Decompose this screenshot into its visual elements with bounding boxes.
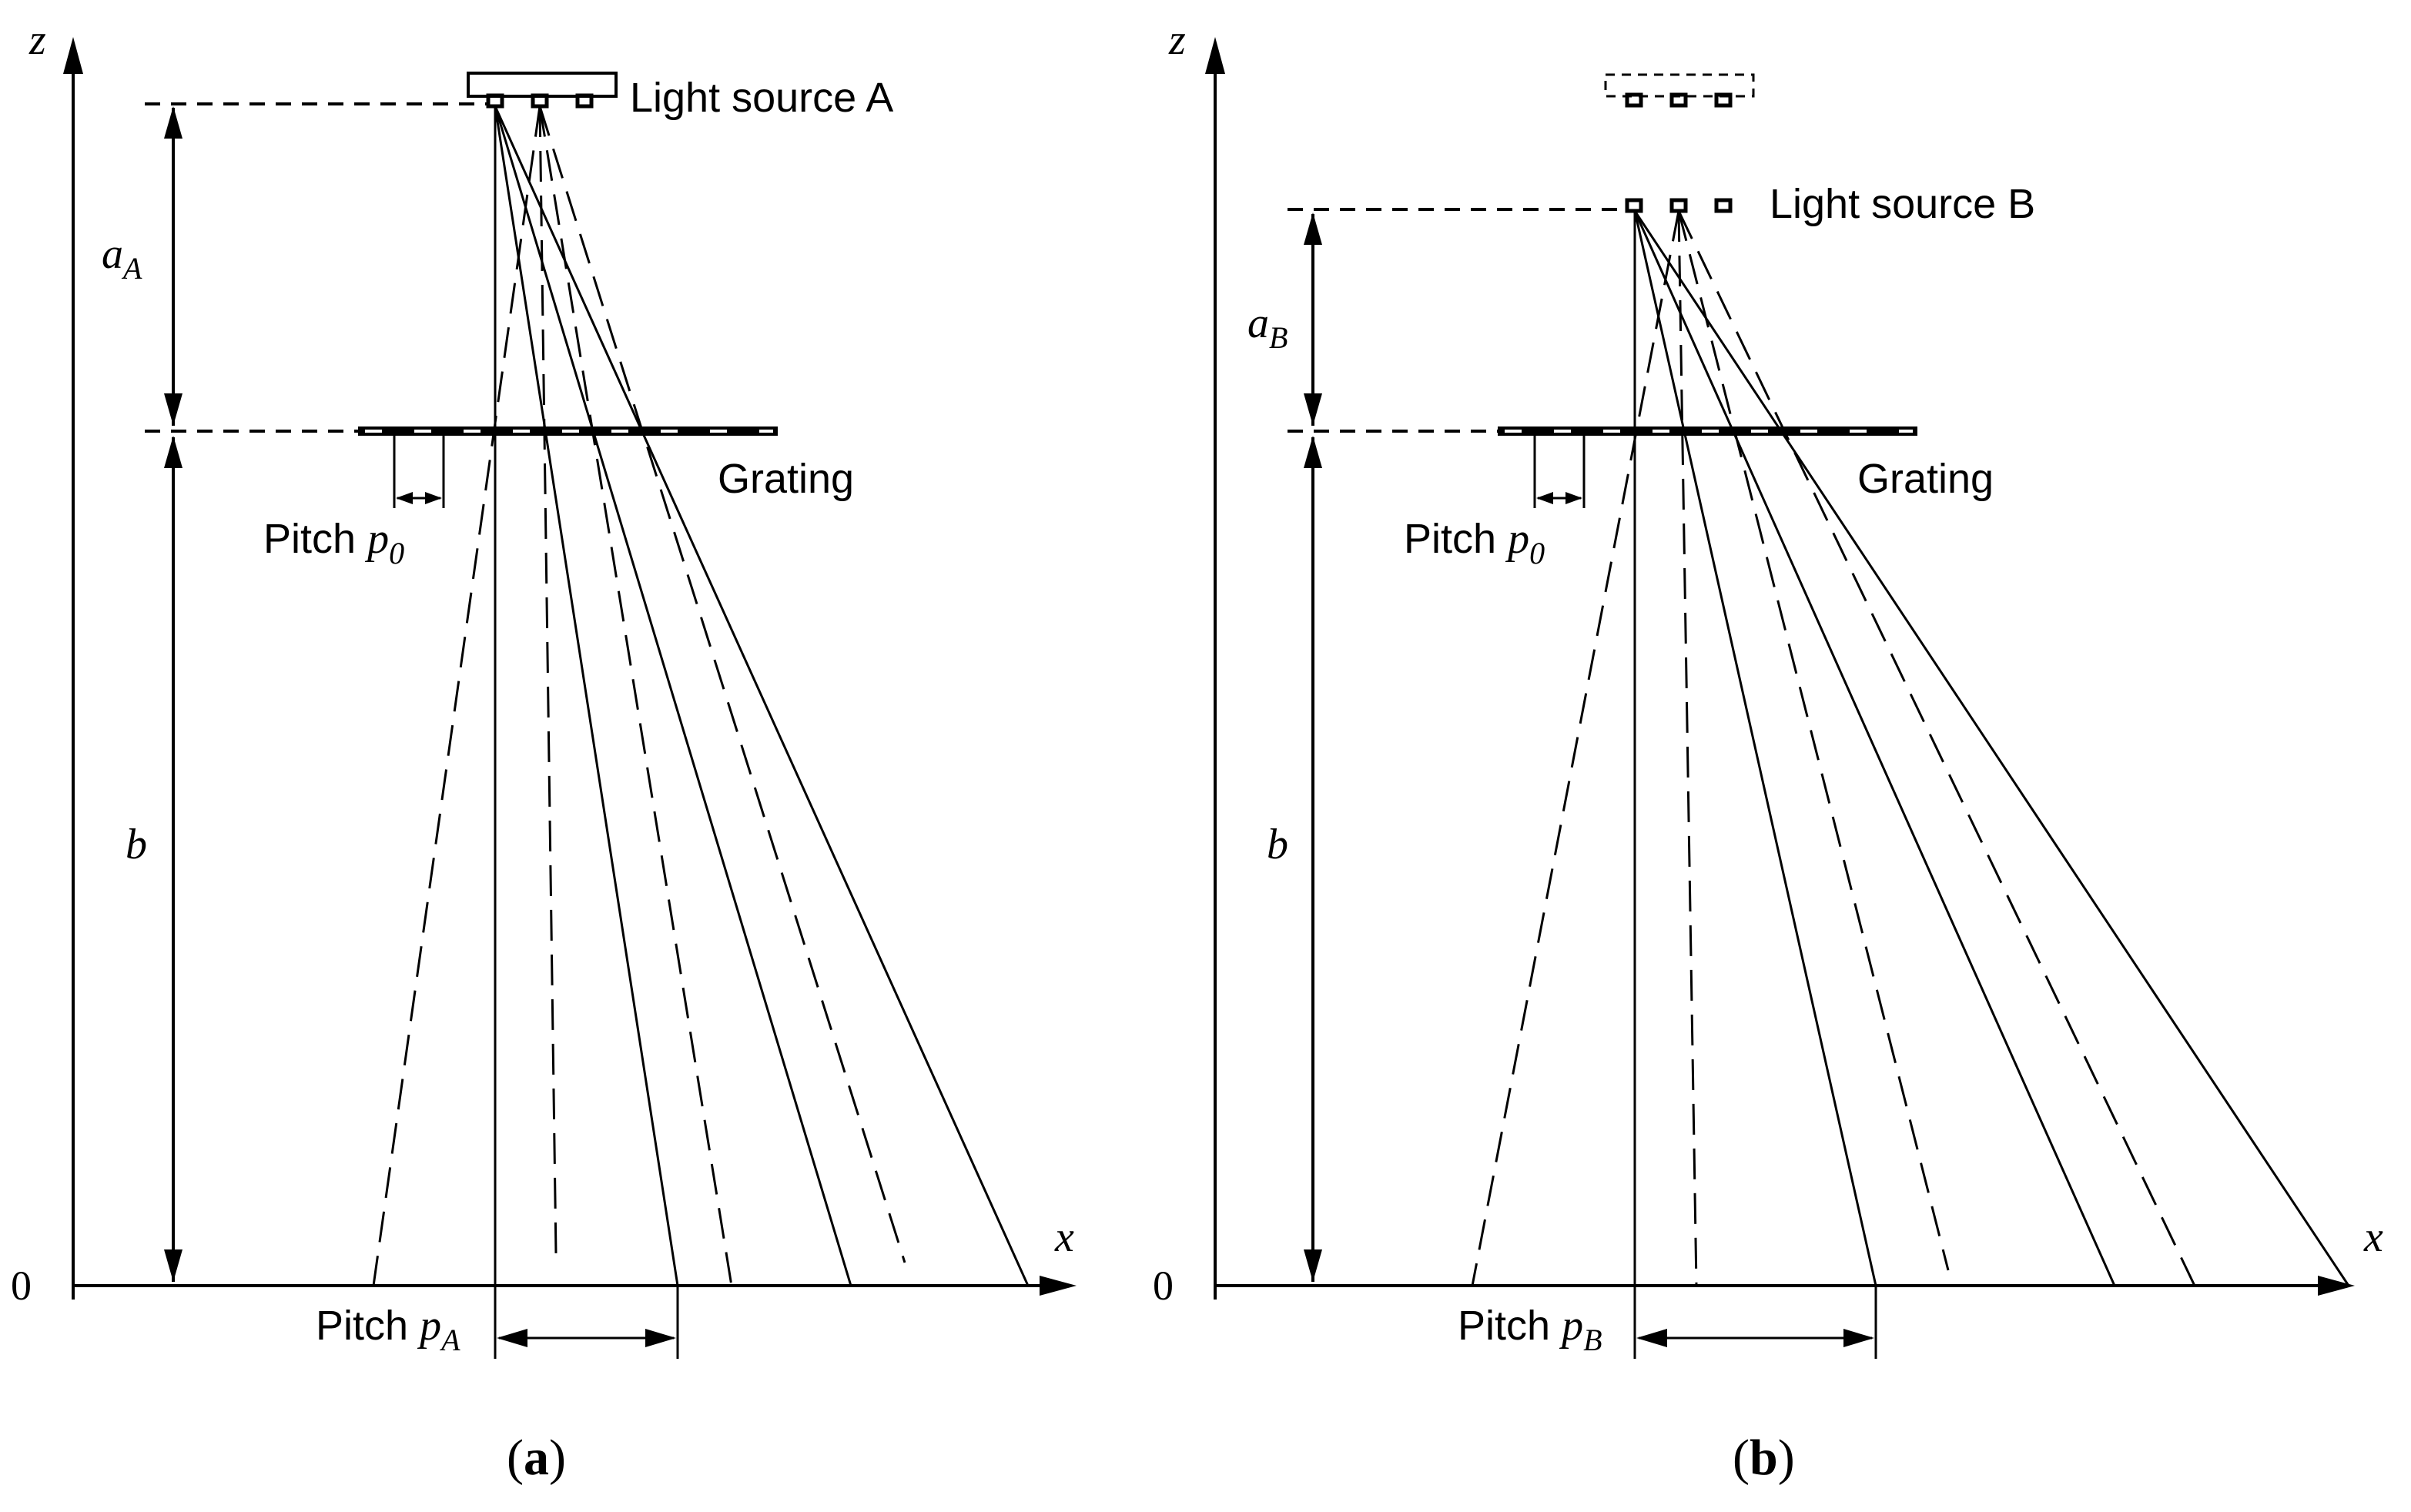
panel-b-labels: z x 0 Light source B Grating aB b Pitch … xyxy=(1153,16,2383,1486)
pitch-p0-label-a: Pitch p0 xyxy=(263,515,404,570)
light-source-a-led-1 xyxy=(486,93,504,109)
light-source-b-led-3 xyxy=(1714,198,1733,213)
origin-label-a: 0 xyxy=(11,1263,32,1309)
light-source-a-label: Light source A xyxy=(630,75,893,121)
z-axis-label-b: z xyxy=(1168,16,1186,64)
rays-solid-a xyxy=(494,105,1030,1286)
light-source-b-led-2 xyxy=(1669,198,1688,213)
x-axis-arrow-a xyxy=(1040,1276,1077,1296)
light-source-a-housing xyxy=(467,72,618,98)
rays-solid-b xyxy=(1633,210,2350,1286)
grating-label-a: Grating xyxy=(718,456,854,502)
panel-a-caption: (a) xyxy=(507,1430,566,1486)
distance-aA-label: aA xyxy=(102,230,142,286)
pitch-pA-label: Pitch pA xyxy=(316,1302,460,1357)
grating-label-b: Grating xyxy=(1857,456,1994,502)
rays-dashed-a xyxy=(372,105,906,1286)
pitch-pB-label: Pitch pB xyxy=(1458,1302,1602,1357)
z-axis-arrow-b xyxy=(1205,37,1225,74)
origin-label-b: 0 xyxy=(1153,1263,1174,1309)
light-source-b-led-1 xyxy=(1625,198,1643,213)
z-axis-label-a: z xyxy=(28,16,46,64)
panel-a xyxy=(63,37,1077,1359)
distance-b-label-a: b xyxy=(126,821,147,868)
panel-a-labels: z x 0 Light source A Grating aA b Pitch … xyxy=(11,16,1074,1486)
distance-aB-label: aB xyxy=(1247,299,1288,355)
panel-b xyxy=(1205,37,2355,1359)
pitch-p0-label-b: Pitch p0 xyxy=(1404,515,1545,570)
x-axis-arrow-b xyxy=(2318,1276,2355,1296)
rays-dashed-b xyxy=(1471,210,2196,1286)
x-axis-label-b: x xyxy=(2363,1213,2383,1261)
panel-b-caption: (b) xyxy=(1733,1430,1795,1486)
z-axis-arrow-a xyxy=(63,37,83,74)
light-source-a-led-2 xyxy=(531,93,549,109)
light-source-a-led-3 xyxy=(575,93,594,109)
x-axis-label-a: x xyxy=(1054,1213,1074,1261)
light-source-b-label: Light source B xyxy=(1770,181,2035,227)
distance-b-label-b: b xyxy=(1267,821,1288,868)
